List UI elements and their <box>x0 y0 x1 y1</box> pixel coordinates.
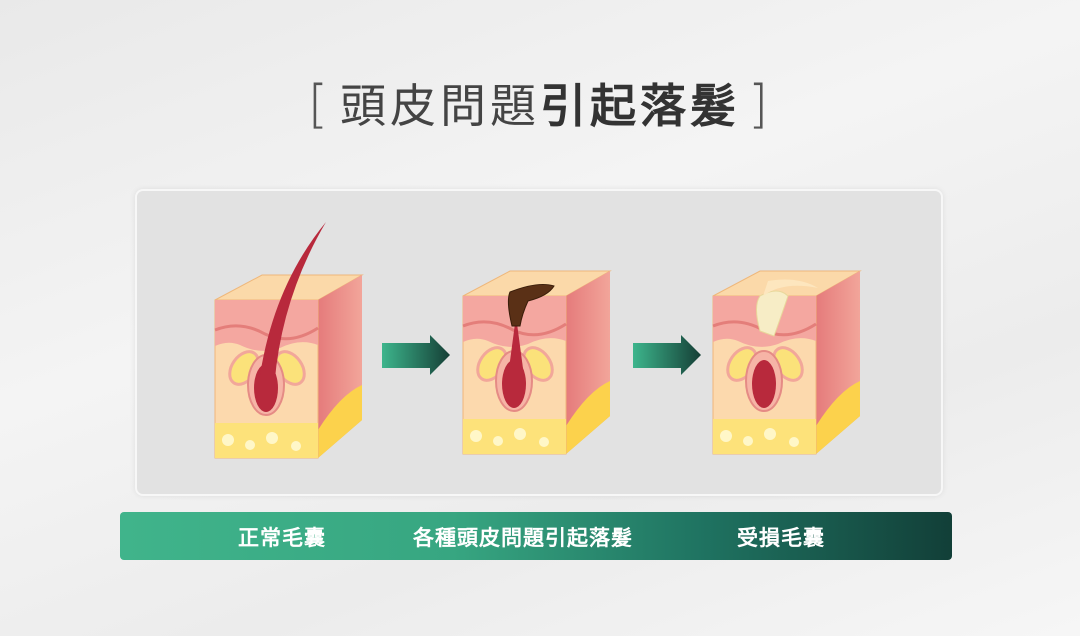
stage-label-normal: 正常毛囊 <box>238 526 326 550</box>
scalp-flakes <box>763 279 818 296</box>
arrow-right-icon <box>382 335 450 375</box>
hair-shaft <box>258 222 326 390</box>
skin-block-blocked <box>462 270 612 455</box>
hair-bulb <box>752 360 776 408</box>
clogged-pore-plug <box>507 284 555 327</box>
skin-block-damaged <box>712 270 862 455</box>
title-close-bracket: ] <box>748 75 773 135</box>
stage-label-bar: 正常毛囊 各種頭皮問題引起落髮 受損毛囊 <box>120 512 952 560</box>
skin-block-normal <box>214 222 364 459</box>
damaged-pore-plug <box>756 290 789 337</box>
title-open-bracket: [ <box>307 75 332 135</box>
hair-shaft <box>508 316 524 376</box>
title-bold-part: 引起落髮 <box>540 79 740 133</box>
title-light-part: 頭皮問題 <box>340 79 540 133</box>
stage-label-damaged: 受損毛囊 <box>737 526 825 550</box>
stage-label-problems: 各種頭皮問題引起落髮 <box>413 526 633 550</box>
arrow-right-icon <box>633 335 701 375</box>
page-title: [頭皮問題引起落髮] <box>0 70 1080 136</box>
